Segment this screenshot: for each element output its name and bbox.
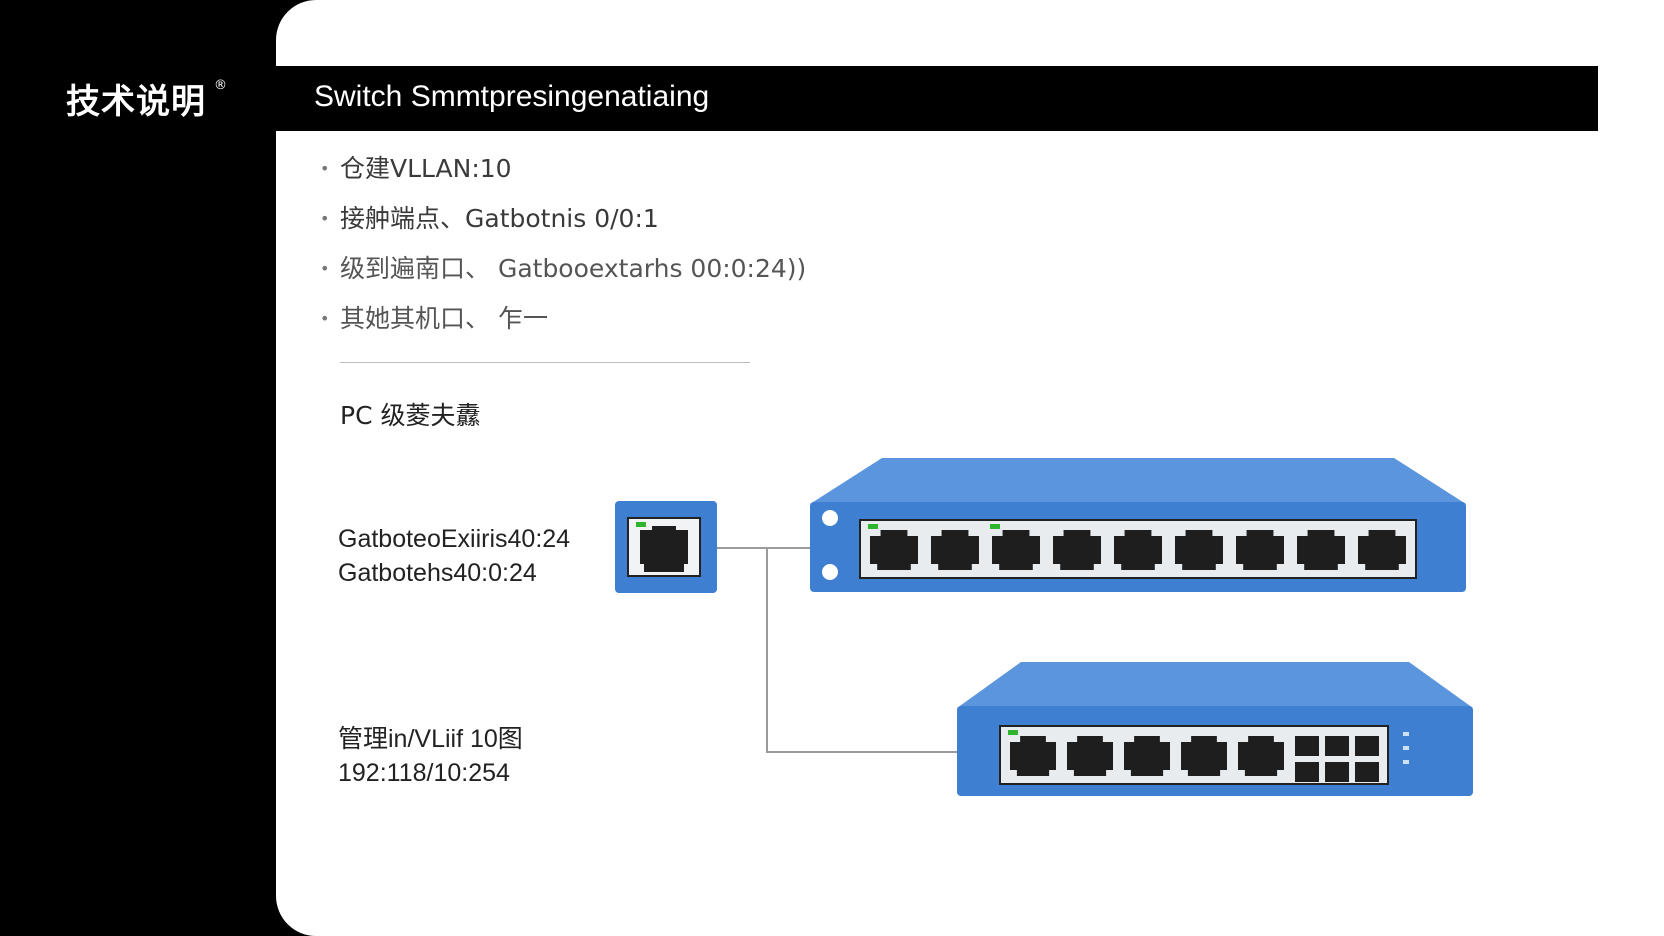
port-label-1: GatboteoExiiris40:24: [338, 525, 571, 553]
step-item: 其她其机口、 乍一: [318, 300, 918, 350]
rj45-port-icon: [1114, 536, 1162, 564]
rj45-port-icon: [1067, 742, 1113, 770]
cable-vertical: [766, 547, 768, 753]
rj45-port-icon: [1238, 742, 1284, 770]
step-item: 级到遍南口、 Gatbooextarhs 00:0:24)): [318, 250, 918, 300]
config-steps-list: 仓建VLLAN:10 接舯端点、Gatbotnis 0/0:1 级到遍南口、 G…: [318, 150, 918, 350]
rj45-port-icon: [870, 536, 918, 564]
section-title: PC 级菱夫纛: [340, 401, 481, 430]
page-title: Switch Smmtpresingenatiaing: [314, 80, 710, 113]
rj45-port-icon: [1124, 742, 1170, 770]
rj45-port-icon: [1358, 536, 1406, 564]
cable-to-switch-2: [766, 751, 959, 753]
step-item: 仓建VLLAN:10: [318, 150, 918, 200]
mgmt-label-1: 管理in/VLiif 10图: [338, 725, 523, 753]
rj45-port-icon: [1297, 536, 1345, 564]
rj45-port-icon: [1181, 742, 1227, 770]
network-switch-icon: [810, 458, 1466, 592]
step-item: 接舯端点、Gatbotnis 0/0:1: [318, 200, 918, 250]
rj45-port-icon: [1010, 742, 1056, 770]
cable-to-switch-1: [716, 547, 812, 549]
sidebar: 技术说明 ®: [0, 0, 276, 936]
rj45-port-icon: [992, 536, 1040, 564]
section-divider: [340, 362, 750, 363]
rj45-port-icon: [1053, 536, 1101, 564]
rj45-port-icon: [931, 536, 979, 564]
brand-logo: 技术说明: [66, 82, 206, 122]
rj45-module-icon: [615, 501, 717, 593]
registered-mark: ®: [214, 78, 227, 93]
title-bar: Switch Smmtpresingenatiaing: [276, 66, 1598, 131]
rj45-port-icon: [1236, 536, 1284, 564]
mgmt-label-2: 192:118/10:254: [338, 759, 510, 787]
network-switch-icon: [957, 662, 1473, 796]
rj45-port-icon: [1175, 536, 1223, 564]
port-label-2: Gatbotehs40:0:24: [338, 559, 537, 587]
